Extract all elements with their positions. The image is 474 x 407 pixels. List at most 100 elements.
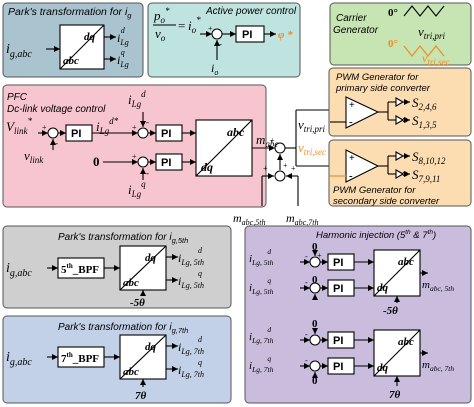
panel-harmonic: Harmonic injection (5th & 7th) 0 iLg, 5t…: [244, 225, 472, 404]
pwm-primary-inverter-bubble: [402, 117, 408, 123]
park-ig-input: ig,abc: [6, 42, 32, 60]
pfc-iLgd-ref: iLgd*: [96, 116, 119, 136]
pfc-zero: 0: [93, 154, 100, 169]
pwm-primary-minus: -: [349, 116, 353, 128]
panel-pwm-primary: PWM Generator for primary side converter…: [328, 67, 472, 137]
harm-sum-d7: [309, 334, 321, 346]
park-5th-angle: -5θ: [130, 297, 145, 309]
pfc-sum-2-plus: +: [132, 123, 137, 132]
park-5th-block-diag: [119, 245, 167, 291]
pwm-secondary-s2: S7,9,11: [412, 167, 440, 184]
park-7th-title: Park's transformation for ig,7th: [58, 322, 188, 335]
active-power-eq: =: [178, 18, 185, 33]
panel-pfc: PFC Dc-link voltage control Vlink* + - v…: [2, 84, 267, 208]
park-7th-block-diag: [119, 334, 167, 380]
pfc-iLgd: iLgd: [128, 89, 146, 109]
pfc-sum-2-minus: -: [146, 117, 149, 127]
carrier-title-1: Carrier: [336, 13, 367, 24]
park-ig-out-d: iLgd: [117, 26, 129, 47]
harm-angle7: 7θ: [389, 389, 401, 401]
carrier-v-pri: vtri,pri: [418, 24, 446, 41]
panel-active-power-bg: [147, 2, 301, 78]
pwm-primary-title-2: primary side converter: [335, 83, 431, 94]
harm-out5: mabc, 5th: [422, 279, 454, 293]
park-5th-bpf-label: 5th_BPF: [61, 262, 99, 276]
harm-park-5-top: abc: [398, 256, 414, 268]
harm-park-7-top: abc: [398, 336, 414, 348]
panel-park-5th: Park's transformation for ig,5th ig,abc …: [2, 225, 232, 309]
harm-sum-q7-minus: -: [305, 356, 308, 365]
pwm-secondary-buffer: [395, 151, 405, 161]
harm-zero-3: 0: [312, 318, 318, 330]
pwm-secondary-inverter: [395, 169, 405, 179]
mod-v-sec: vtri,sec: [298, 140, 326, 157]
panel-pwm-secondary: + - S8,10,12 S7,9,11 PWM Generator for s…: [328, 139, 472, 207]
pfc-title-1: PFC: [7, 92, 28, 103]
pwm-secondary-plus: +: [349, 153, 355, 164]
pfc-sum-3: [137, 156, 149, 168]
harm-pi-d5-label: PI: [333, 257, 343, 269]
panel-harmonic-bg: [244, 225, 472, 404]
carrier-wave-pri: [403, 5, 445, 17]
harm-park-7-diag: [373, 329, 421, 377]
active-power-phi: φ *: [278, 29, 293, 41]
pfc-iLgq: iLgq: [128, 179, 146, 199]
pwm-primary-s1: S2,4,6: [412, 95, 437, 112]
active-power-pi-label: PI: [242, 29, 252, 41]
park-ig-out-q: iLgq: [117, 48, 129, 69]
mod-sum-2-plus-left: +: [263, 164, 268, 173]
harm-park-5-bottom: dq: [377, 282, 389, 294]
harm-sum-d5-minus: -: [305, 252, 308, 261]
pwm-primary-comparator: [345, 96, 380, 129]
mod-sum-2: [274, 170, 286, 182]
pfc-vlink-ref: Vlink*: [6, 116, 32, 136]
harm-sum-q5-minus: -: [305, 278, 308, 287]
pfc-sum-2: [137, 127, 149, 139]
pfc-block-bottom: dq: [201, 160, 213, 174]
harm-d7: iLg, 7thd: [249, 325, 274, 345]
harm-sum-q7: [309, 360, 321, 372]
harm-park-7-bottom: dq: [377, 362, 389, 374]
active-power-i-ref: io*: [188, 15, 201, 35]
pfc-block-top: abc: [227, 125, 245, 139]
panel-carrier: Carrier Generator 0° vtri,pri 0° vtri,se…: [329, 2, 472, 67]
harm-zero-1: 0: [312, 241, 318, 253]
pfc-sum-1: [47, 127, 59, 139]
harm-zero-2: 0: [312, 274, 318, 286]
park-ig-block-top: dq: [84, 31, 96, 43]
pfc-pi-1-label: PI: [71, 128, 81, 140]
harm-d5: iLg, 5thd: [249, 247, 274, 267]
panel-park-ig-title: Park's transformation for ig: [8, 6, 132, 20]
pfc-park-block-diag: [195, 119, 253, 177]
harm-q5: iLg, 5thq: [249, 276, 274, 296]
harm-pi-q7-label: PI: [333, 361, 343, 373]
harm-pi-q5-label: PI: [333, 283, 343, 295]
carrier-angle-2: 0°: [388, 38, 398, 50]
park-7th-out-q: iLg, 7thq: [178, 358, 204, 379]
active-power-v: vo: [155, 26, 166, 43]
park-5th-out-q: iLg, 5thq: [178, 269, 204, 290]
park-5th-out-d: iLg, 5thd: [178, 246, 204, 267]
harm-sum-d5-plus: +: [317, 251, 322, 260]
pwm-secondary-inverter-bubble: [402, 171, 408, 177]
pwm-secondary-title-2: secondary side converter: [333, 196, 440, 207]
panel-park-ig: Park's transformation for ig ig,abc dq a…: [2, 2, 144, 78]
pwm-primary-inverter: [395, 115, 405, 125]
park-5th-title: Park's transformation for ig,5th: [58, 232, 188, 245]
park-ig-block-bottom: abc: [63, 55, 79, 67]
park-5th-input: ig,abc: [6, 261, 32, 279]
pfc-sum-1-minus: -: [55, 138, 58, 148]
pwm-primary-s2: S1,3,5: [412, 113, 437, 130]
park-5th-block-bottom: abc: [123, 277, 139, 289]
pwm-secondary-comparator: [345, 149, 380, 183]
pwm-primary-buffer: [395, 97, 405, 107]
active-power-plus: +: [208, 24, 213, 33]
harm-out7: mabc, 7th: [422, 359, 454, 373]
active-power-feedback: io: [211, 61, 218, 77]
mod-sum-2-plus-right: +: [291, 164, 296, 173]
harm-angle5: -5θ: [383, 305, 398, 317]
harm-pi-d7-label: PI: [333, 335, 343, 347]
mod-sum-1-plus: +: [270, 136, 275, 145]
